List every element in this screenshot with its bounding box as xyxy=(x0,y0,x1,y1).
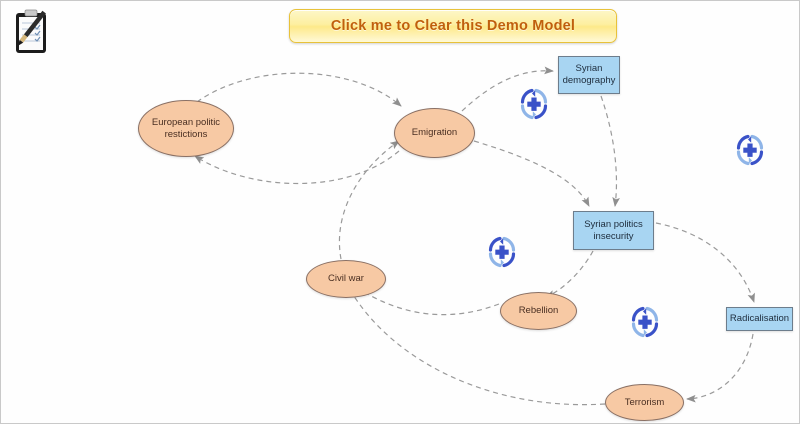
reinforcing-loop-plus-icon[interactable] xyxy=(628,305,662,339)
edge-insecurity-to-rebellion xyxy=(545,250,594,298)
node-radicalisation[interactable]: Radicalisation xyxy=(726,307,793,331)
reinforcing-loop-plus-icon[interactable] xyxy=(733,133,767,167)
node-label: Syrian politics insecurity xyxy=(584,218,643,242)
node-civil-war[interactable]: Civil war xyxy=(306,260,386,298)
node-label: Terrorism xyxy=(624,396,665,408)
edge-emigration-to-insecurity xyxy=(473,140,590,207)
edge-civilwar-to-emigration xyxy=(338,140,400,260)
node-label: Rebellion xyxy=(518,305,559,317)
node-label: Syrian demography xyxy=(562,63,616,86)
node-label: European politic restictions xyxy=(151,116,221,140)
node-rebellion[interactable]: Rebellion xyxy=(500,292,577,330)
edge-demography-to-insecurity xyxy=(600,95,620,207)
clear-demo-model-button[interactable]: Click me to Clear this Demo Model xyxy=(289,9,617,43)
clipboard-pen-icon[interactable] xyxy=(9,7,55,61)
edge-restrictions-to-emigration xyxy=(196,72,402,107)
edge-emigration-to-restrictions xyxy=(194,150,400,185)
node-label: Civil war xyxy=(328,273,364,285)
edge-emigration-to-demography xyxy=(461,66,554,112)
reinforcing-loop-plus-icon[interactable] xyxy=(485,235,519,269)
node-label: Radicalisation xyxy=(729,313,790,325)
reinforcing-loop-plus-icon[interactable] xyxy=(517,87,551,121)
node-terrorism[interactable]: Terrorism xyxy=(605,384,684,421)
node-label: Emigration xyxy=(411,127,458,139)
node-emigration[interactable]: Emigration xyxy=(394,108,475,158)
node-european-politic-restictions[interactable]: European politic restictions xyxy=(138,100,234,157)
edge-radicalisation-to-terrorism xyxy=(686,333,754,403)
edge-insecurity-to-radicalisation xyxy=(655,222,755,303)
node-syrian-politics-insecurity[interactable]: Syrian politics insecurity xyxy=(573,211,654,250)
node-syrian-demography[interactable]: Syrian demography xyxy=(558,56,620,94)
edge-terrorism-to-civilwar xyxy=(348,287,606,406)
